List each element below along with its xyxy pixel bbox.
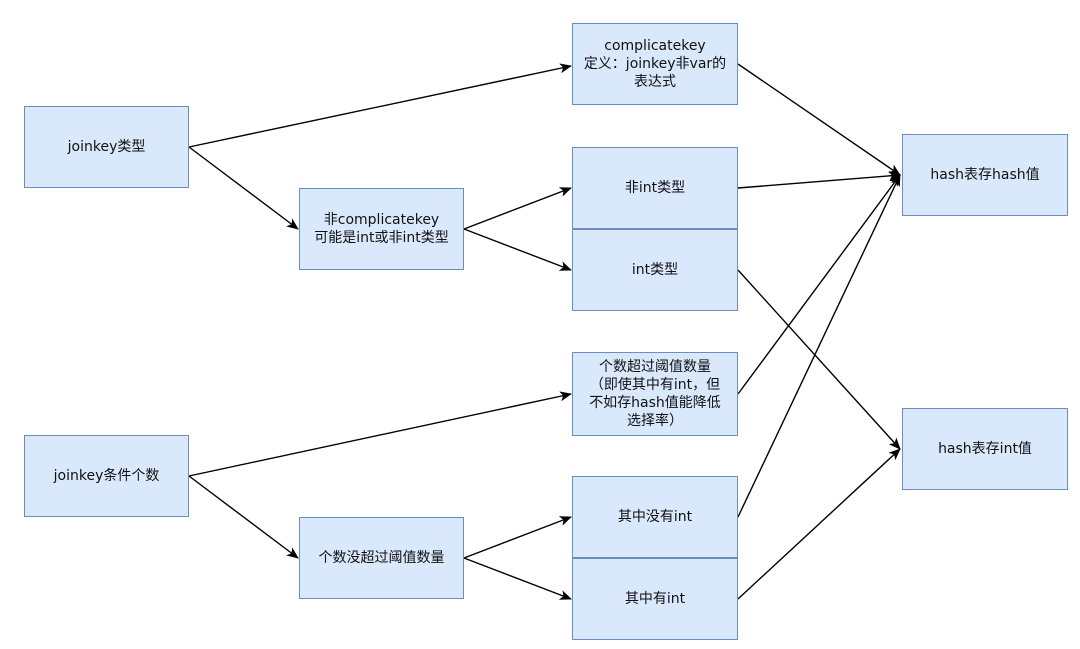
node-hash-store-int: hash表存int值 xyxy=(902,408,1068,490)
node-count-not-over-threshold-label: 个数没超过阈值数量 xyxy=(318,550,445,566)
node-joinkey-type-label: joinkey类型 xyxy=(67,139,146,155)
node-has-int-label: 其中有int xyxy=(624,591,686,607)
node-hash-store-hash-label: hash表存hash值 xyxy=(930,167,1040,183)
edge-joinkey-count-to-count-not-over xyxy=(188,475,299,559)
edge-non-complicatekey-to-int-type xyxy=(463,228,572,271)
edge-joinkey-type-to-complicatekey xyxy=(188,63,572,148)
edge-no-int-to-hash-hash xyxy=(737,174,901,518)
node-joinkey-condition-count: joinkey条件个数 xyxy=(24,435,189,517)
node-non-complicatekey-label: 非complicatekey 可能是int或非int类型 xyxy=(314,212,449,246)
edge-count-over-to-hash-hash xyxy=(737,174,901,395)
node-complicatekey-label: complicatekey 定义：joinkey非var的 表达式 xyxy=(583,38,727,90)
node-count-not-over-threshold: 个数没超过阈值数量 xyxy=(299,517,464,599)
node-complicatekey: complicatekey 定义：joinkey非var的 表达式 xyxy=(572,23,738,105)
node-non-complicatekey: 非complicatekey 可能是int或非int类型 xyxy=(299,188,464,270)
node-count-over-threshold: 个数超过阈值数量 （即使其中有int，但 不如存hash值能降低 选择率） xyxy=(572,352,738,436)
edge-int-type-to-hash-int xyxy=(737,269,901,450)
edge-count-not-over-to-has-int xyxy=(463,557,572,600)
node-hash-store-int-label: hash表存int值 xyxy=(938,441,1032,457)
node-joinkey-condition-count-label: joinkey条件个数 xyxy=(53,468,160,484)
node-joinkey-type: joinkey类型 xyxy=(24,106,189,188)
node-int-type-label: int类型 xyxy=(631,262,679,278)
node-no-int-label: 其中没有int xyxy=(617,509,693,525)
edge-joinkey-count-to-count-over xyxy=(188,391,572,477)
edge-non-int-to-hash-hash xyxy=(737,170,901,189)
node-non-int-type: 非int类型 xyxy=(572,147,738,229)
edge-joinkey-type-to-non-complicatekey xyxy=(188,146,299,230)
node-no-int: 其中没有int xyxy=(572,476,738,558)
node-has-int: 其中有int xyxy=(572,558,738,640)
edge-has-int-to-hash-int xyxy=(737,448,901,600)
node-int-type: int类型 xyxy=(572,229,738,311)
edge-complicatekey-to-hash-hash xyxy=(737,63,901,176)
edge-count-not-over-to-no-int xyxy=(463,516,572,559)
node-hash-store-hash: hash表存hash值 xyxy=(902,134,1068,216)
node-non-int-type-label: 非int类型 xyxy=(624,180,686,196)
edge-non-complicatekey-to-non-int xyxy=(463,187,572,230)
node-count-over-threshold-label: 个数超过阈值数量 （即使其中有int，但 不如存hash值能降低 选择率） xyxy=(589,359,721,429)
